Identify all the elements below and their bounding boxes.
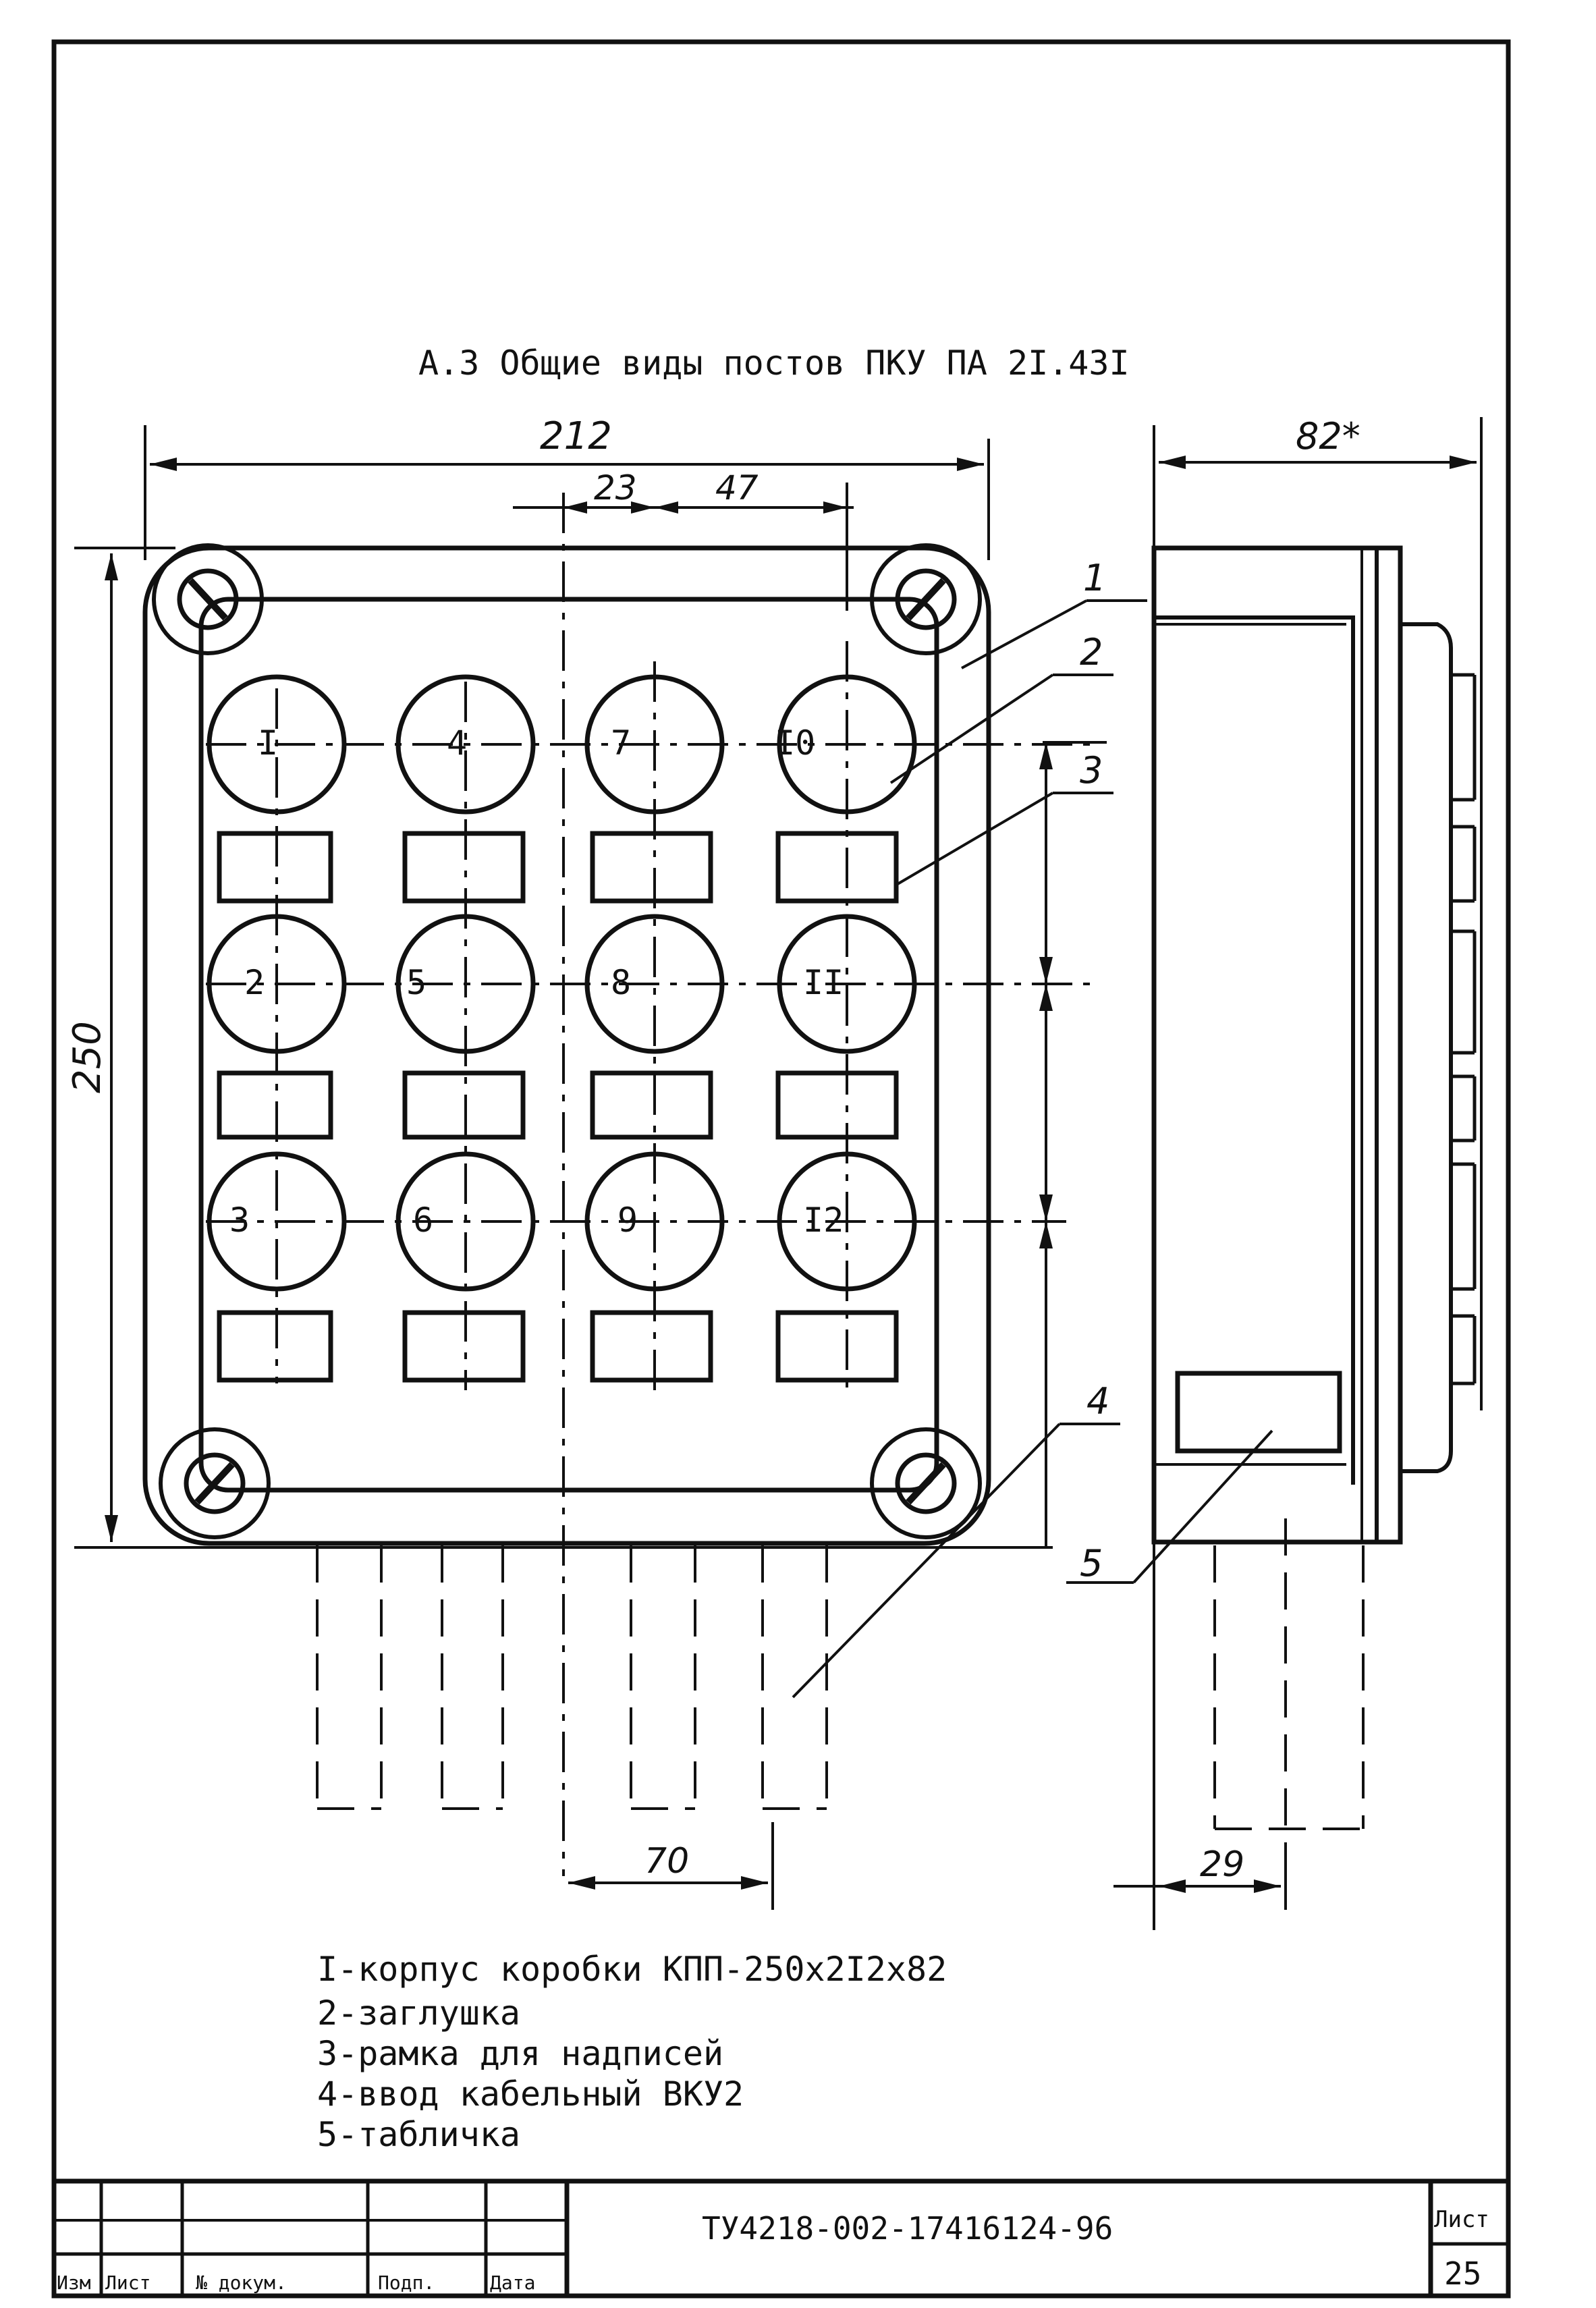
corner-screw-icon: [870, 1427, 982, 1539]
legend-item: 3-рамка для надписей: [317, 2034, 723, 2073]
legend-item: 2-заглушка: [317, 1994, 520, 2033]
center-lines: [206, 493, 1093, 1876]
dim-height: 250: [65, 1021, 109, 1093]
callout-1: 1: [1083, 557, 1106, 599]
title-block: [54, 2178, 1508, 2296]
callout-leaders: [792, 599, 1273, 1699]
callout-2: 2: [1080, 631, 1103, 674]
nameplate: [1175, 1371, 1342, 1454]
box-lid-outline: [198, 597, 939, 1493]
dim-depth: 82*: [1296, 415, 1360, 458]
corner-screw-icon: [870, 543, 982, 655]
label-frames: [217, 831, 899, 1383]
side-cable-entries: [1213, 1518, 1365, 1830]
dim-spacing-b: 47: [715, 468, 759, 507]
callout-5: 5: [1080, 1542, 1103, 1585]
dim-side-offset: 29: [1200, 1844, 1244, 1885]
legend-item: 5-табличка: [317, 2115, 520, 2154]
doc-number: ТУ4218-002-17416124-96: [702, 2210, 1113, 2247]
side-dimension-lines: [1113, 417, 1483, 1930]
sheet-frame: [51, 39, 1511, 2299]
callout-4: 4: [1086, 1380, 1109, 1423]
side-view: [1151, 545, 1477, 1545]
dimension-arrows: [105, 458, 1053, 1890]
dim-entry-spacing: 70: [644, 1841, 689, 1881]
callout-3: 3: [1080, 749, 1103, 792]
dimension-lines: [74, 425, 1107, 1910]
tb-col-date: Дата: [490, 2272, 535, 2294]
cable-entries: [316, 1545, 828, 1810]
side-dimension-arrows: [1159, 456, 1477, 1893]
legend: I-корпус коробки КПП-250х2I2х82 2-заглуш…: [317, 1950, 947, 2154]
legend-item: 4-ввод кабельный ВКУ2: [317, 2075, 744, 2114]
dim-width: 212: [540, 414, 612, 458]
sheet-number: 25: [1444, 2255, 1481, 2292]
box-body-outline: [142, 545, 991, 1546]
front-view: I 2 3 4 5 6 7 8 9 I0 II I2: [142, 493, 1093, 1876]
corner-screw-icon: [152, 543, 264, 655]
sheet-label: Лист: [1434, 2206, 1489, 2233]
corner-screw-icon: [159, 1427, 271, 1539]
tb-col-sheet: Лист: [105, 2272, 150, 2294]
tb-col-doc: № докум.: [196, 2272, 287, 2294]
dim-spacing-a: 23: [594, 468, 637, 507]
tb-col-sign: Подп.: [378, 2272, 435, 2294]
drawing-title: А.3 Общие виды постов ПКУ ПА 2I.43I: [418, 344, 1130, 383]
legend-item: I-корпус коробки КПП-250х2I2х82: [317, 1950, 947, 1989]
tb-col-change: Изм: [57, 2272, 91, 2294]
